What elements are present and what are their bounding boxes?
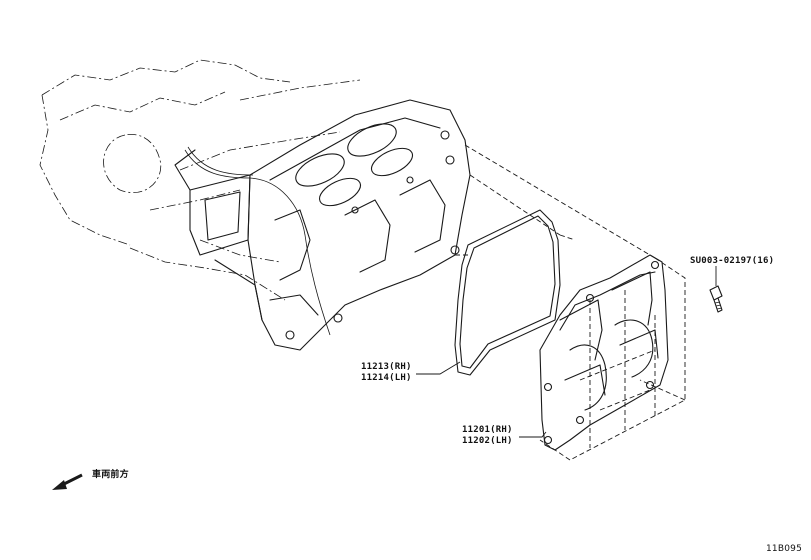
engine-block-phantom — [39, 59, 361, 301]
cylinder-head — [174, 99, 471, 351]
rocker-cover — [539, 254, 669, 451]
valve-cover-gasket — [454, 209, 561, 376]
figure-code: 11B095 — [766, 544, 803, 554]
callout-bolt: SU003-02197(16) — [690, 256, 775, 266]
callout-cover-lh: 11202(LH) — [462, 436, 513, 446]
front-direction-label: 車両前方 — [92, 470, 129, 480]
callout-cover-rh: 11201(RH) — [462, 425, 513, 435]
callout-leaders — [416, 266, 717, 438]
callout-gasket-lh: 11214(LH) — [361, 373, 412, 383]
assembly-guide-lines — [455, 144, 686, 461]
bolt-icon — [709, 285, 723, 313]
callout-gasket-rh: 11213(RH) — [361, 362, 412, 372]
front-direction-arrow-icon — [52, 473, 83, 490]
